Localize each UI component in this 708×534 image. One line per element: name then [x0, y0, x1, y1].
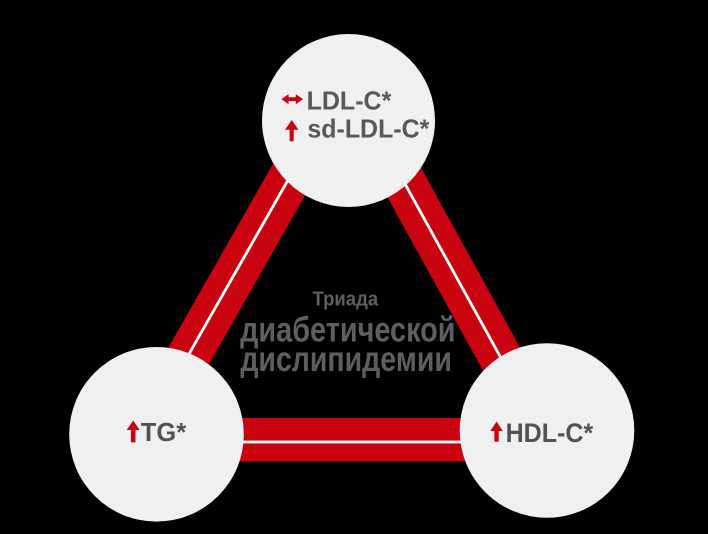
svg-text:TG*: TG*	[141, 419, 186, 447]
svg-text:Триада: Триада	[312, 289, 378, 311]
svg-text:дислипидемии: дислипидемии	[240, 339, 452, 378]
svg-text:sd-LDL-C*: sd-LDL-C*	[307, 115, 429, 144]
svg-text:диабетической: диабетической	[240, 310, 455, 349]
svg-text:LDL-C*: LDL-C*	[307, 87, 392, 116]
svg-text:HDL-C*: HDL-C*	[506, 417, 594, 448]
